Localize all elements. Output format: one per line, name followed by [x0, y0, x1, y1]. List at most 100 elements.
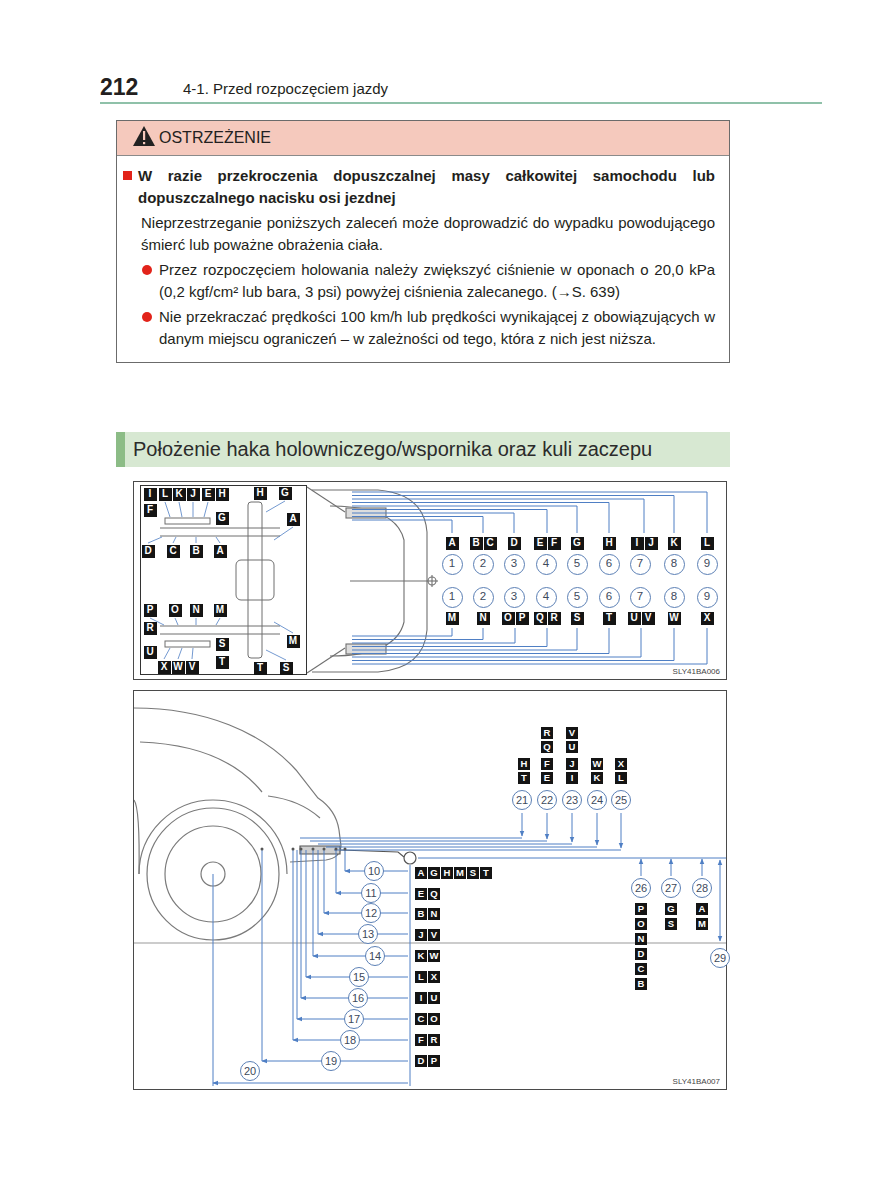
letter-callout: F [144, 504, 157, 517]
chapter-title: 4-1. Przed rozpoczęciem jazdy [183, 80, 388, 97]
number: 13 [362, 929, 374, 940]
letter-callout: O [428, 1013, 440, 1025]
car-top-view [307, 648, 345, 673]
letter-callout: P [428, 1055, 440, 1067]
number: 4 [543, 591, 549, 603]
top-view-dimension-lines [352, 628, 452, 636]
letter-callout: I [144, 488, 157, 501]
callout-number: 8 [664, 554, 685, 575]
callout-number: 4 [536, 587, 557, 608]
inset-leader-lines [274, 622, 293, 633]
warning-icon [133, 126, 155, 146]
letter: W [430, 951, 439, 961]
letter-callout: B [470, 537, 483, 550]
warning-bullet: Przez rozpoczęciem holowania należy zwię… [141, 259, 715, 303]
tow-hitch [404, 852, 416, 864]
number: 3 [511, 591, 517, 603]
letter: R [431, 1035, 438, 1045]
letter: N [431, 909, 438, 919]
letter: M [448, 613, 456, 623]
letter-callout: J [187, 488, 200, 501]
letter: L [418, 972, 424, 982]
side-view-dimension-lines [572, 813, 573, 842]
warning-bullet: Nie przekraczać prędkości 100 km/h lub p… [141, 306, 715, 350]
top-view-dimension-lines [352, 506, 577, 533]
letter-callout: G [428, 867, 440, 879]
car-side-view [139, 800, 287, 874]
letter: G [430, 868, 437, 878]
figure-code: SLY41BA006 [673, 668, 720, 676]
letter: V [189, 662, 196, 672]
warning-header-band [117, 121, 729, 156]
letter: A [418, 868, 425, 878]
letter-callout: R [541, 727, 553, 739]
number: 28 [696, 883, 708, 894]
car-top-view [307, 487, 438, 673]
inset-leader-lines [274, 527, 293, 540]
letter: R [544, 728, 551, 738]
callout-number: 20 [240, 1061, 260, 1081]
letter-callout: B [635, 978, 647, 990]
letter-callout: K [173, 488, 186, 501]
letter: D [510, 538, 517, 548]
side-view-dimension-lines [306, 850, 307, 977]
side-view-dimension-lines [300, 838, 522, 839]
callout-number: 18 [340, 1030, 360, 1050]
letter-callout: F [548, 537, 561, 550]
callout-number: 25 [611, 790, 631, 810]
letter-callout: O [502, 612, 515, 625]
letter: N [479, 613, 486, 623]
number: 1 [449, 558, 455, 570]
side-view-dimension-lines [702, 859, 703, 876]
letter: H [605, 538, 612, 548]
callout-number: 27 [661, 878, 681, 898]
letter: W [173, 662, 182, 672]
side-view-dimension-lines [213, 874, 214, 1086]
warning-box: OSTRZEŻENIEW razie przekroczenia dopuszc… [116, 120, 730, 363]
letter: B [472, 538, 479, 548]
side-view-dimension-lines [334, 850, 621, 851]
letter: D [144, 546, 151, 556]
callout-number: 5 [567, 587, 588, 608]
letter: P [431, 1056, 437, 1066]
number: 14 [369, 951, 381, 962]
letter-callout: A [214, 545, 227, 558]
letter-callout: E [415, 888, 427, 900]
letter-callout: I [415, 992, 427, 1004]
top-view-dimension-lines [352, 503, 609, 534]
number: 27 [665, 883, 677, 894]
letter: C [486, 538, 493, 548]
letter-callout: Q [534, 612, 547, 625]
letter-callout: V [186, 661, 199, 674]
letter-callout: B [415, 908, 427, 920]
letter-callout: J [415, 929, 427, 941]
letter: B [192, 546, 199, 556]
side-view-dimension-lines [293, 850, 294, 1040]
top-view-dimension-lines [352, 628, 577, 650]
letter: M [289, 636, 297, 646]
letter: X [704, 613, 711, 623]
letter-callout: D [635, 948, 647, 960]
letter-callout: T [216, 656, 229, 669]
attach-points [292, 848, 295, 851]
warning-title: W razie przekroczenia dopuszczalnej masy… [121, 165, 715, 209]
side-view-dimension-lines [213, 1083, 408, 1084]
letter-callout: N [477, 612, 490, 625]
top-view-dimension-lines [352, 628, 674, 661]
letter-callout: W [668, 612, 681, 625]
letter: M [698, 919, 706, 929]
letter-callout: X [428, 971, 440, 983]
callout-number: 15 [349, 967, 369, 987]
letter: H [256, 488, 263, 498]
callout-number: 9 [697, 554, 718, 575]
car-side-view [140, 742, 262, 792]
letter: I [149, 489, 152, 499]
number: 7 [637, 591, 643, 603]
chassis-inset [141, 486, 307, 675]
letter-callout: A [287, 513, 300, 526]
letter: L [162, 489, 168, 499]
car-top-view [350, 580, 426, 581]
top-view-dimension-lines [352, 628, 547, 647]
letter: D [418, 1056, 425, 1066]
